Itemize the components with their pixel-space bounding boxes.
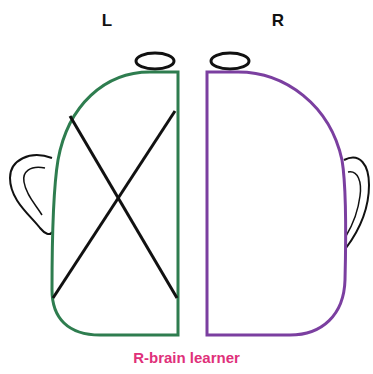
ear [10,155,52,234]
ear [344,158,369,248]
nose [136,53,174,69]
ear-detail [346,172,361,236]
side-label: L [102,11,112,31]
side-label: R [272,11,284,31]
cross-line [70,116,177,298]
caption-slot: R-brain learner [0,349,373,367]
nose [211,53,249,69]
side-label-slot: L [87,11,127,31]
right-hemisphere [207,72,346,335]
caption: R-brain learner [133,349,240,366]
left-hemisphere [52,72,178,335]
cross-line [53,111,175,298]
ear-detail [24,167,45,215]
side-label-slot: R [258,11,298,31]
